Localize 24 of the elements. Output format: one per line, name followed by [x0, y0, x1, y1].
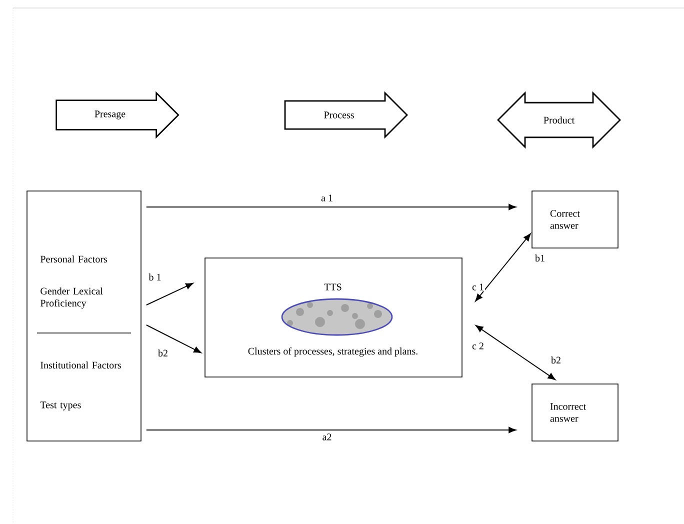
line-label: b2	[550, 355, 562, 365]
arrow	[146, 282, 194, 306]
node-text: Gender Lexical Proficiency	[40, 287, 103, 309]
node-text: Personal Factors	[40, 255, 108, 263]
process-box	[204, 258, 462, 378]
arrow	[475, 233, 531, 302]
node-text: TTS	[324, 284, 342, 290]
edge-label: c 1	[471, 282, 485, 292]
answer-box: Incorrect answer	[532, 384, 618, 442]
node-text: Test types	[40, 402, 81, 410]
arrow	[146, 324, 202, 354]
arrow	[146, 204, 516, 210]
line-label: b1	[534, 253, 546, 263]
node-text: Institutional Factors	[40, 361, 121, 369]
node-text: Clusters of processes, strategies and plans.	[248, 347, 418, 357]
edge-label: c 2	[471, 342, 485, 350]
edge-label: b 1	[148, 272, 162, 282]
edge-label: a 1	[320, 194, 334, 202]
factor-box	[26, 190, 142, 442]
arrow	[476, 325, 556, 380]
answer-box: Correct answer	[532, 190, 618, 248]
arrow	[146, 426, 516, 434]
edge-label: b2	[157, 348, 169, 358]
edge-label: a2	[321, 432, 333, 442]
